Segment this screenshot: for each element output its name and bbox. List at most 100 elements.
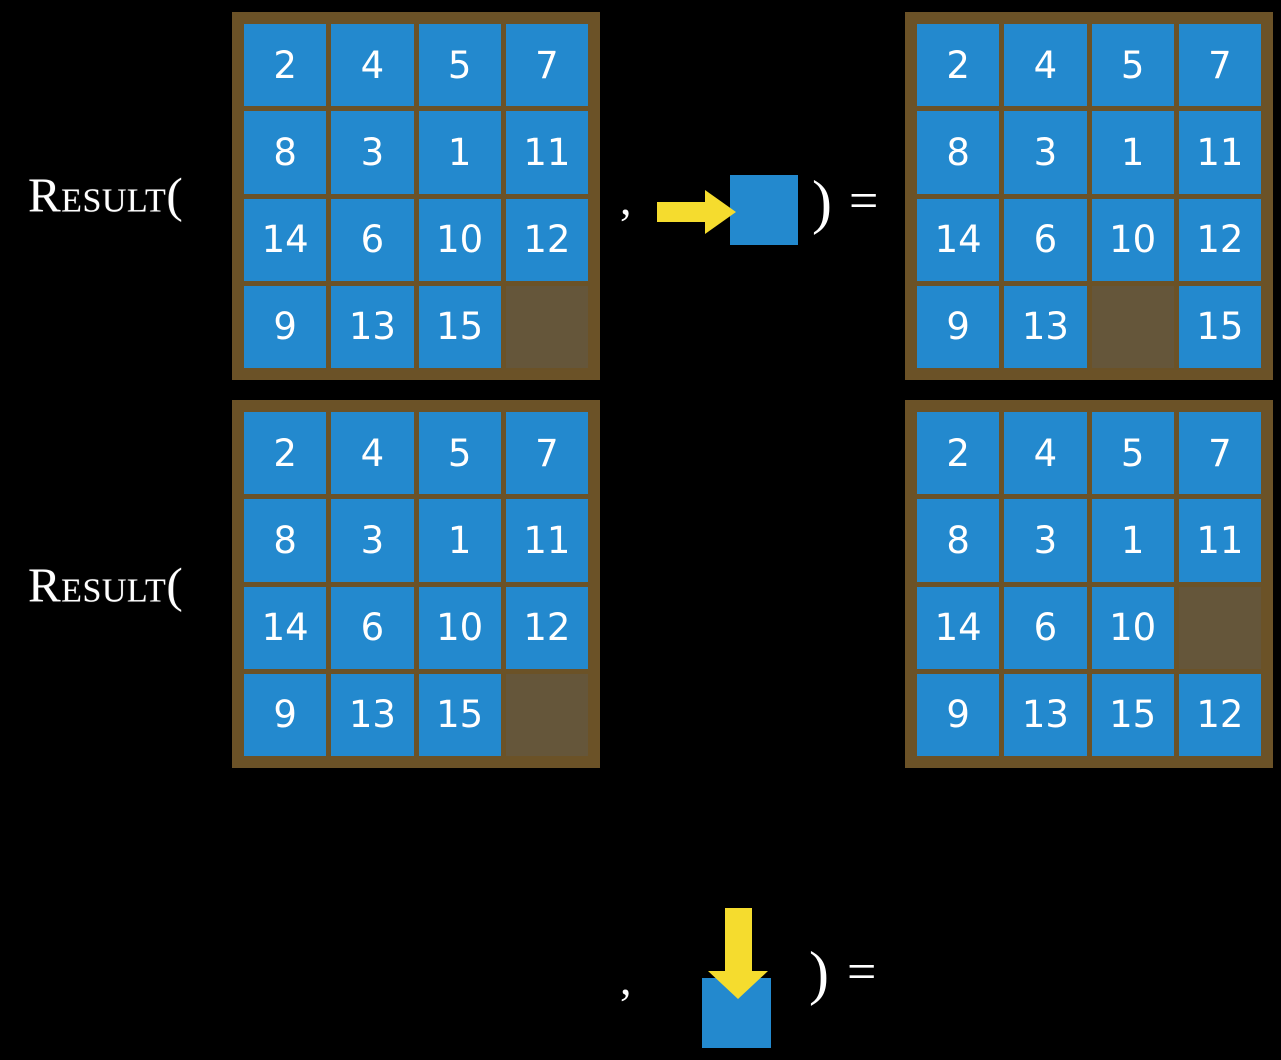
puzzle-slot[interactable]: 7: [1178, 412, 1261, 495]
puzzle-tile[interactable]: 13: [1004, 673, 1087, 756]
puzzle-tile[interactable]: 12: [1178, 198, 1261, 281]
puzzle-slot[interactable]: 12: [1178, 198, 1261, 281]
action-tile[interactable]: [730, 175, 798, 245]
puzzle-empty-slot[interactable]: [505, 285, 588, 368]
puzzle-slot[interactable]: 3: [1004, 111, 1087, 194]
puzzle-slot[interactable]: 8: [917, 111, 1000, 194]
puzzle-tile[interactable]: 5: [418, 412, 501, 495]
puzzle-slot[interactable]: 10: [1091, 586, 1174, 669]
puzzle-slot[interactable]: 5: [1091, 24, 1174, 107]
puzzle-slot[interactable]: 12: [505, 586, 588, 669]
puzzle-tile[interactable]: 12: [1178, 673, 1261, 756]
puzzle-tile[interactable]: 9: [917, 673, 1000, 756]
puzzle-tile[interactable]: 14: [244, 198, 327, 281]
puzzle-slot[interactable]: 5: [1091, 412, 1174, 495]
puzzle-tile[interactable]: 7: [1178, 24, 1261, 107]
puzzle-tile[interactable]: 14: [244, 586, 327, 669]
puzzle-tile[interactable]: 3: [331, 499, 414, 582]
puzzle-slot[interactable]: 1: [418, 499, 501, 582]
puzzle-slot[interactable]: 7: [505, 24, 588, 107]
puzzle-slot[interactable]: 7: [505, 412, 588, 495]
puzzle-tile[interactable]: 14: [917, 586, 1000, 669]
puzzle-slot[interactable]: 4: [331, 412, 414, 495]
puzzle-tile[interactable]: 5: [1091, 24, 1174, 107]
puzzle-slot[interactable]: 15: [418, 673, 501, 756]
puzzle-slot[interactable]: 5: [418, 24, 501, 107]
puzzle-tile[interactable]: 9: [244, 285, 327, 368]
puzzle-tile[interactable]: 2: [244, 24, 327, 107]
puzzle-tile[interactable]: 4: [331, 412, 414, 495]
puzzle-slot[interactable]: 13: [1004, 285, 1087, 368]
puzzle-slot[interactable]: 9: [244, 673, 327, 756]
puzzle-slot[interactable]: 14: [244, 586, 327, 669]
puzzle-slot[interactable]: 1: [418, 111, 501, 194]
puzzle-slot[interactable]: 11: [505, 499, 588, 582]
puzzle-tile[interactable]: 1: [418, 111, 501, 194]
puzzle-slot[interactable]: 9: [917, 285, 1000, 368]
puzzle-tile[interactable]: 11: [1178, 499, 1261, 582]
puzzle-tile[interactable]: 11: [505, 499, 588, 582]
puzzle-slot[interactable]: 4: [1004, 412, 1087, 495]
puzzle-slot[interactable]: 11: [1178, 499, 1261, 582]
puzzle-slot[interactable]: 3: [1004, 499, 1087, 582]
puzzle-slot[interactable]: 6: [1004, 198, 1087, 281]
puzzle-tile[interactable]: 2: [244, 412, 327, 495]
puzzle-tile[interactable]: 4: [331, 24, 414, 107]
action-move-down[interactable]: [690, 895, 800, 1060]
puzzle-slot[interactable]: 12: [505, 198, 588, 281]
puzzle-slot[interactable]: 7: [1178, 24, 1261, 107]
puzzle-slot[interactable]: 11: [1178, 111, 1261, 194]
puzzle-slot[interactable]: 13: [1004, 673, 1087, 756]
puzzle-slot[interactable]: 1: [1091, 111, 1174, 194]
puzzle-tile[interactable]: 2: [917, 412, 1000, 495]
puzzle-tile[interactable]: 1: [418, 499, 501, 582]
puzzle-slot[interactable]: 10: [1091, 198, 1174, 281]
puzzle-tile[interactable]: 6: [331, 198, 414, 281]
puzzle-tile[interactable]: 3: [331, 111, 414, 194]
puzzle-tile[interactable]: 4: [1004, 412, 1087, 495]
puzzle-tile[interactable]: 7: [505, 412, 588, 495]
puzzle-slot[interactable]: 11: [505, 111, 588, 194]
puzzle-tile[interactable]: 13: [331, 285, 414, 368]
puzzle-slot[interactable]: 9: [244, 285, 327, 368]
puzzle-slot[interactable]: 8: [244, 499, 327, 582]
puzzle-empty-slot[interactable]: [505, 673, 588, 756]
puzzle-tile[interactable]: 15: [418, 673, 501, 756]
puzzle-slot[interactable]: 3: [331, 111, 414, 194]
puzzle-tile[interactable]: 15: [418, 285, 501, 368]
puzzle-tile[interactable]: 5: [418, 24, 501, 107]
puzzle-tile[interactable]: 7: [505, 24, 588, 107]
puzzle-slot[interactable]: 4: [331, 24, 414, 107]
puzzle-tile[interactable]: 15: [1178, 285, 1261, 368]
puzzle-tile[interactable]: 9: [244, 673, 327, 756]
puzzle-tile[interactable]: 4: [1004, 24, 1087, 107]
puzzle-tile[interactable]: 7: [1178, 412, 1261, 495]
puzzle-slot[interactable]: 14: [917, 198, 1000, 281]
puzzle-tile[interactable]: 10: [418, 586, 501, 669]
puzzle-tile[interactable]: 6: [1004, 198, 1087, 281]
puzzle-tile[interactable]: 8: [244, 499, 327, 582]
puzzle-tile[interactable]: 5: [1091, 412, 1174, 495]
puzzle-slot[interactable]: 13: [331, 673, 414, 756]
puzzle-slot[interactable]: 6: [331, 198, 414, 281]
puzzle-tile[interactable]: 11: [505, 111, 588, 194]
puzzle-tile[interactable]: 8: [917, 111, 1000, 194]
puzzle-slot[interactable]: 12: [1178, 673, 1261, 756]
puzzle-slot[interactable]: 10: [418, 198, 501, 281]
puzzle-slot[interactable]: 8: [244, 111, 327, 194]
puzzle-slot[interactable]: 15: [1178, 285, 1261, 368]
puzzle-tile[interactable]: 13: [1004, 285, 1087, 368]
puzzle-tile[interactable]: 3: [1004, 111, 1087, 194]
puzzle-tile[interactable]: 10: [1091, 198, 1174, 281]
puzzle-slot[interactable]: 14: [244, 198, 327, 281]
puzzle-slot[interactable]: 6: [331, 586, 414, 669]
puzzle-slot[interactable]: 2: [917, 412, 1000, 495]
puzzle-slot[interactable]: 8: [917, 499, 1000, 582]
puzzle-slot[interactable]: 13: [331, 285, 414, 368]
puzzle-tile[interactable]: 12: [505, 198, 588, 281]
puzzle-tile[interactable]: 12: [505, 586, 588, 669]
puzzle-tile[interactable]: 8: [244, 111, 327, 194]
puzzle-empty-slot[interactable]: [1178, 586, 1261, 669]
puzzle-slot[interactable]: 10: [418, 586, 501, 669]
puzzle-slot[interactable]: 9: [917, 673, 1000, 756]
